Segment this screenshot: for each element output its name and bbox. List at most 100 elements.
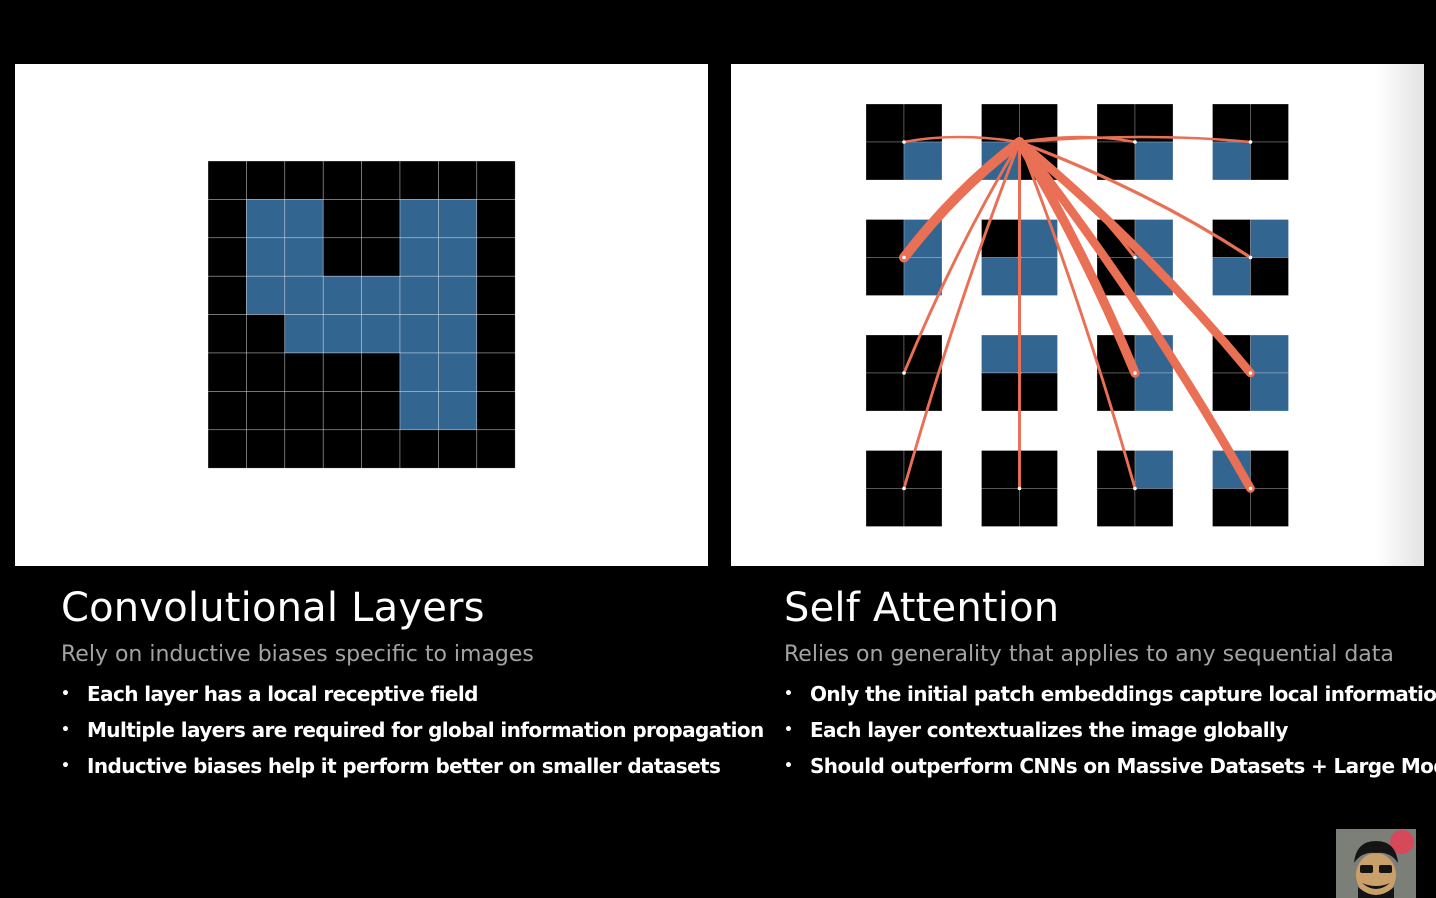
patch-cell [865,219,905,258]
attention-target-dot [902,140,906,144]
grid-cell [246,429,286,469]
self-attention-title: Self Attention [784,585,1060,631]
grid-cell [438,314,478,354]
grid-cell [284,352,324,392]
grid-cell [438,391,478,431]
bullet-dot-icon: • [784,758,793,774]
grid-cell [476,391,516,431]
grid-cell [207,160,247,200]
grid-cell [322,352,362,392]
grid-cell [399,275,439,315]
grid-cell [476,314,516,354]
grid-cell [476,429,516,469]
grid-cell [322,275,362,315]
patch-cell [1212,257,1251,296]
patch-cell [865,372,905,412]
presenter-avatar-icon [1336,829,1416,898]
bullet-item: •Inductive biases help it perform better… [61,748,721,784]
grid-cell [476,199,516,239]
convolutional-layers-bullets: •Each layer has a local receptive field … [61,676,764,784]
grid-cell [322,391,362,431]
grid-cell [246,352,286,392]
attention-line [1018,135,1252,144]
grid-cell [284,199,324,239]
grid-cell [207,199,247,239]
bullet-dot-icon: • [61,686,70,702]
patch-cell [1250,488,1289,527]
patch-cell [1212,141,1251,181]
bullet-text: Each layer has a local receptive field [87,682,478,706]
patch-cell [1019,103,1058,143]
attention-target-dot [1133,255,1137,260]
self-attention-caption: Self Attention Relies on generality that… [784,584,1436,784]
bullet-item: •Each layer contextualizes the image glo… [784,712,1429,748]
patch-cell [1134,488,1174,527]
grid-cell [438,199,478,239]
grid-cell [207,429,247,469]
bullet-item: • Each layer has a local receptive field [61,676,721,712]
patch-cell [1212,488,1251,527]
grid-cell [399,199,439,239]
patch-cell [981,450,1020,489]
patch-cell [1212,372,1251,412]
grid-cell [361,391,401,431]
grid-cell [284,275,324,315]
grid-cell [438,275,478,315]
attention-target-dot [902,371,906,375]
patch-cell [1134,141,1174,181]
attention-target-dot [1133,486,1137,491]
grid-cell [322,314,362,354]
grid-cell [476,275,516,315]
grid-cell [399,314,439,354]
grid-cell [322,199,362,239]
grid-cell [207,314,247,354]
grid-cell [207,237,247,277]
patch-cell [1096,488,1136,527]
patch-cell [1134,103,1174,143]
grid-cell [399,429,439,469]
grid-cell [284,237,324,277]
grid-cell [246,391,286,431]
grid-cell [284,314,324,354]
grid-cell [207,352,247,392]
grid-cell [246,160,286,200]
attention-line [1015,137,1255,378]
bullet-item: • Should outperform CNNs on Massive Datas… [784,748,1436,784]
attention-target-dot [902,255,906,260]
grid-cell [438,237,478,277]
bullet-text: Should outperform CNNs on Massive Datase… [810,754,1436,778]
patch-cell [1096,141,1136,181]
patch-cell [865,450,905,489]
attention-target-dot [1133,140,1137,144]
attention-line [1015,137,1255,493]
patch-cell [981,334,1020,374]
patch-cell [1250,141,1289,181]
attention-line [902,140,1021,490]
convolutional-layers-title: Convolutional Layers [61,585,485,631]
grid-cell [246,275,286,315]
grid-cell [207,391,247,431]
patch-cell [865,103,905,143]
grid-cell [246,237,286,277]
grid-cell [438,352,478,392]
attention-target-dot [902,486,906,491]
grid-cell [476,160,516,200]
patch-cell [865,334,905,374]
attention-target-dot [1248,140,1253,144]
patch-cell [1250,257,1289,296]
patch-cell [1250,103,1289,143]
patch-cell [903,141,943,181]
grid-cell [284,160,324,200]
grid-cell [361,237,401,277]
attention-target-dot [1133,371,1137,375]
patch-cell [1250,372,1289,412]
attention-line [1018,140,1137,490]
patch-cell [1096,103,1136,143]
attention-line [902,140,1021,375]
patch-cell [1212,103,1251,143]
attention-line [898,136,1025,263]
self-attention-subtitle: Relies on generality that applies to any… [784,642,1394,667]
patch-cell [981,257,1020,296]
grid-cell [284,429,324,469]
attention-target-dot [1248,371,1253,375]
